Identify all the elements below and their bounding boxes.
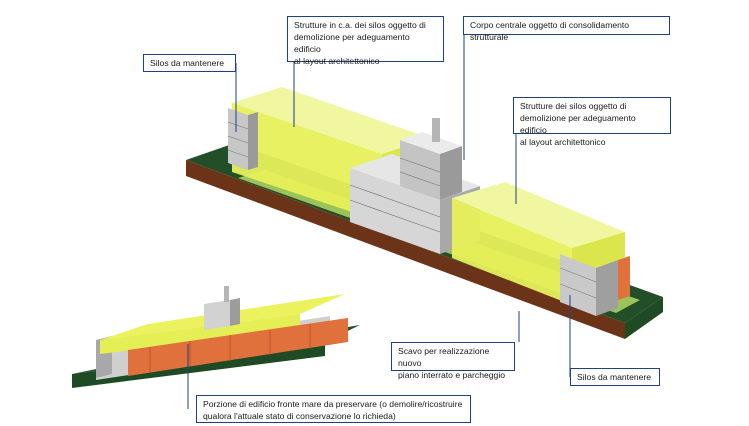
central-tower-front bbox=[400, 140, 440, 200]
callout-structures-ca: Strutture in c.a. dei silos oggetto di d… bbox=[287, 16, 444, 66]
building-seafront-model-icon bbox=[72, 286, 360, 388]
callout-structures-right: Strutture dei silos oggetto di demolizio… bbox=[513, 97, 671, 147]
right-demolition-top bbox=[452, 182, 625, 248]
left-silo-side bbox=[248, 112, 258, 170]
right-silo-front bbox=[560, 254, 596, 316]
small-tower-front bbox=[204, 300, 230, 330]
chimney bbox=[432, 118, 440, 142]
ground-slab-side bbox=[625, 297, 663, 339]
central-body-front bbox=[350, 168, 440, 254]
orange-facade-strip bbox=[618, 256, 630, 300]
callout-seafront: Porzione di edificio fronte mare da pres… bbox=[196, 395, 471, 423]
small-chimney bbox=[224, 286, 229, 302]
callout-excavation: Scavo per realizzazione nuovo piano inte… bbox=[391, 342, 515, 380]
left-demolition-top bbox=[232, 87, 430, 154]
building-3d-model-icon bbox=[186, 87, 663, 339]
left-silo-front bbox=[228, 108, 248, 170]
small-tower-side bbox=[230, 298, 240, 326]
central-tower-side bbox=[440, 146, 462, 200]
callout-silos-left: Silos da mantenere bbox=[143, 54, 236, 72]
excavation-front-face bbox=[186, 160, 625, 339]
small-demolition-front bbox=[100, 314, 300, 354]
left-demolition-front bbox=[232, 103, 382, 222]
small-orange-facade bbox=[128, 318, 348, 376]
right-silo-side bbox=[596, 260, 618, 316]
callout-central-body: Corpo centrale oggetto di consolidamento… bbox=[463, 16, 670, 42]
central-tower-top bbox=[400, 132, 462, 154]
right-demolition-front bbox=[452, 198, 572, 305]
callout-silos-right: Silos da mantenere bbox=[570, 368, 660, 386]
